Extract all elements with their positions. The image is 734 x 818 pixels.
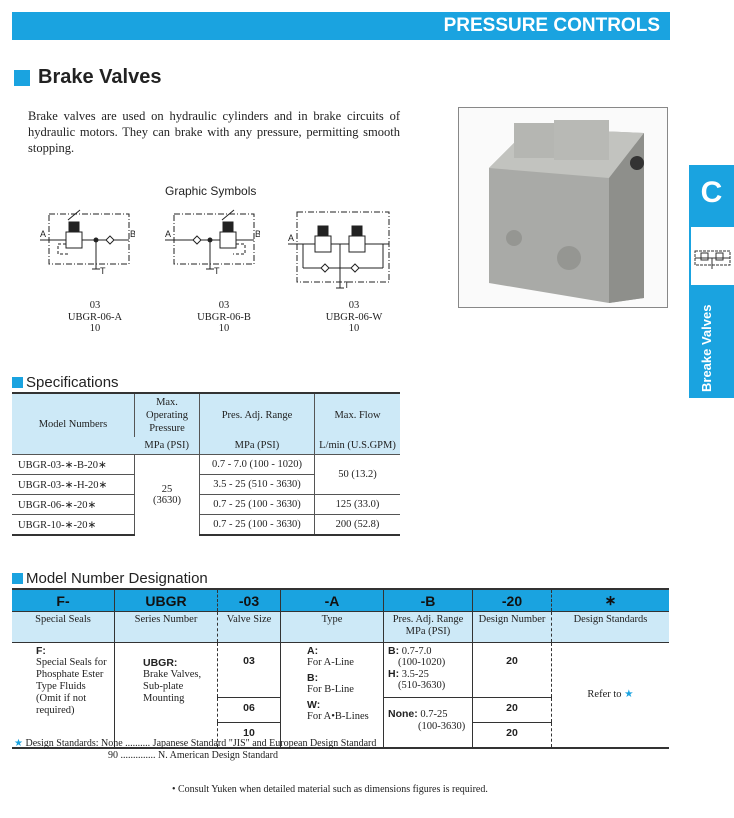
col-max-op: Max. Operating Pressure (134, 392, 200, 437)
flow-cell: 125 (33.0) (314, 494, 400, 515)
heading-square-icon (12, 377, 23, 388)
svg-text:A: A (288, 233, 294, 243)
table-row: UBGR-03-∗-H-20∗ 3.5 - 25 (510 - 3630) (12, 474, 400, 495)
heading-square-icon (12, 573, 23, 584)
flow-cell: 200 (52.8) (314, 514, 400, 536)
pres-cell: 0.7 - 25 (100 - 3630) (199, 514, 315, 536)
col-pres: Pres. Adj. Range (199, 392, 315, 437)
design-standards-footnote: ★ Design Standards: None .......... Japa… (14, 738, 377, 761)
label-cell: Valve Size (217, 611, 281, 643)
label-cell: Type (280, 611, 384, 643)
series-desc: UBGR:Brake Valves, Sub-plate Mounting (114, 642, 218, 749)
code-cell: UBGR (114, 588, 218, 612)
pres-cell: 0.7 - 7.0 (100 - 1020) (199, 454, 315, 475)
symbol-b-diagram: A B T (165, 209, 260, 276)
title-square-icon (14, 69, 30, 86)
design-number: 20 (472, 642, 552, 698)
max-op-cell: 25(3630) (134, 454, 200, 535)
refer-cell: Refer to ★ (551, 642, 669, 749)
graphic-symbols-title: Graphic Symbols (165, 184, 257, 198)
size-10: 10 (217, 722, 281, 749)
model-cell: UBGR-03-∗-B-20∗ (12, 454, 135, 475)
pres-cell: 0.7 - 25 (100 - 3630) (199, 494, 315, 515)
side-tab-letter: C (700, 176, 723, 209)
svg-text:B: B (255, 229, 260, 239)
pres-cell: 3.5 - 25 (510 - 3630) (199, 474, 315, 495)
model-cell: UBGR-10-∗-20∗ (12, 514, 135, 536)
svg-text:B: B (130, 229, 135, 239)
design-number: 20 (472, 722, 552, 749)
table-row: UBGR-06-∗-20∗ 0.7 - 25 (100 - 3630)125 (3… (12, 494, 400, 515)
svg-text:T: T (100, 266, 106, 276)
code-cell: -A (280, 588, 384, 612)
brake-valve-image (489, 120, 644, 303)
star-icon: ★ (14, 738, 23, 749)
model-designation-heading: Model Number Designation (12, 570, 208, 587)
intro-text: Brake valves are used on hydraulic cylin… (28, 109, 400, 155)
product-photo (458, 107, 668, 308)
col-flow: Max. Flow (314, 392, 400, 437)
code-cell: -20 (472, 588, 552, 612)
code-cell: ∗ (551, 588, 669, 612)
unit: MPa (PSI) (134, 437, 200, 455)
consult-note: • Consult Yuken when detailed material s… (172, 784, 488, 795)
specifications-heading: Specifications (12, 374, 119, 391)
side-tab-label: Breake Valves (699, 304, 714, 392)
side-tab-valve-icon (691, 227, 734, 285)
model-designation-title: Model Number Designation (26, 570, 208, 587)
svg-text:A: A (165, 229, 171, 239)
table-row: UBGR-10-∗-20∗ 0.7 - 25 (100 - 3630)200 (5… (12, 514, 400, 536)
model-designation-table: F- UBGR -03 -A -B -20 ∗ Special Seals Se… (12, 588, 669, 749)
label-cell: Design Number (472, 611, 552, 643)
unit: L/min (U.S.GPM) (314, 437, 400, 455)
col-model: Model Numbers (12, 392, 135, 455)
label-cell: Design Standards (551, 611, 669, 643)
star-icon: ★ (624, 689, 634, 700)
code-cell: -B (383, 588, 473, 612)
flow-cell: 50 (13.2) (314, 454, 400, 495)
unit: MPa (PSI) (199, 437, 315, 455)
svg-text:T: T (344, 280, 350, 290)
table-row: UBGR-03-∗-B-20∗25(3630)0.7 - 7.0 (100 - … (12, 454, 400, 535)
code-cell: F- (12, 588, 115, 612)
range-none: None: 0.7-25(100-3630) (383, 697, 473, 749)
model-cell: UBGR-03-∗-H-20∗ (12, 474, 135, 495)
code-cell: -03 (217, 588, 281, 612)
size-06: 06 (217, 697, 281, 723)
special-seals-desc: F:Special Seals for Phosphate Ester Type… (12, 642, 115, 749)
section-header: PRESSURE CONTROLS (12, 12, 670, 40)
specifications-title: Specifications (26, 374, 119, 391)
page-title: Brake Valves (14, 66, 161, 89)
svg-text:A: A (40, 229, 46, 239)
range-b-h: B: 0.7-7.0(100-1020)H: 3.5-25(510-3630) (383, 642, 473, 698)
model-cell: UBGR-06-∗-20∗ (12, 494, 135, 515)
label-cell: Series Number (114, 611, 218, 643)
symbol-w-diagram: AT (288, 211, 390, 290)
label-cell: Special Seals (12, 611, 115, 643)
page-title-text: Brake Valves (38, 66, 162, 88)
label-cell: Pres. Adj. Range MPa (PSI) (383, 611, 473, 643)
svg-text:T: T (214, 266, 220, 276)
design-number: 20 (472, 697, 552, 723)
size-03: 03 (217, 642, 281, 698)
symbol-a-diagram: A B T (40, 209, 135, 276)
